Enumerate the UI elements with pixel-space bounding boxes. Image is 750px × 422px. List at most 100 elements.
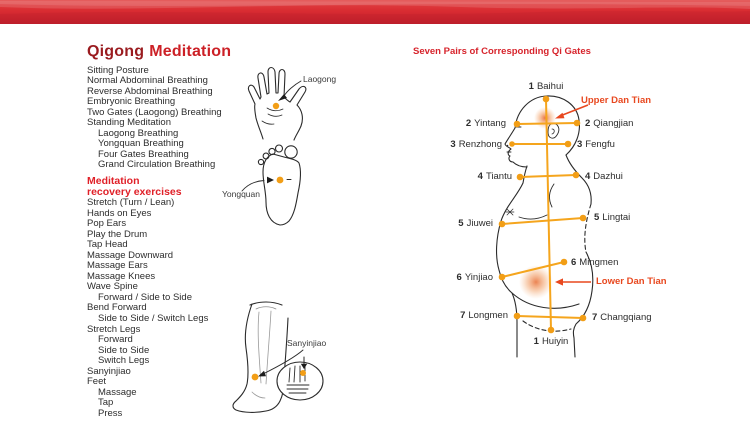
list-item: Switch Legs (98, 355, 150, 367)
list-item: Forward / Side to Side (98, 291, 192, 303)
list-item: Massage (98, 386, 137, 398)
list-item: Normal Abdominal Breathing (87, 75, 208, 87)
lower-dan-tian-arrow (555, 278, 591, 286)
point-name: Fengfu (585, 139, 615, 150)
recovery-heading-line2: recovery exercises (87, 185, 182, 198)
list-item: Stretch (Turn / Lean) (87, 197, 175, 208)
qi-gate-dots (498, 95, 587, 334)
point-number: 3 (450, 139, 456, 150)
point-number: 6 (456, 272, 462, 283)
list-item: Side to Side / Switch Legs (98, 313, 209, 325)
point-name: Changqiang (600, 312, 652, 323)
upper-dan-tian-glow (534, 107, 556, 129)
point-number: 6 (571, 257, 577, 268)
point-name: Yintang (474, 118, 506, 129)
recovery-list: Stretch (Turn / Lean) Hands on Eyes Pop … (87, 197, 209, 419)
upper-dan-tian-arrow (555, 104, 589, 119)
list-item: Press (98, 407, 123, 419)
upper-dan-tian-label: Upper Dan Tian (581, 95, 652, 106)
point-number: 4 (585, 171, 591, 182)
point-number: 1 (528, 81, 534, 92)
diagram-title: Seven Pairs of Corresponding Qi Gates (413, 46, 591, 57)
list-item: Four Gates Breathing (98, 148, 189, 160)
point-number: 3 (577, 139, 583, 150)
point-number: 5 (458, 218, 464, 229)
list-item: Laogong Breathing (98, 127, 179, 139)
point-number: 7 (460, 310, 466, 321)
point-name: Qiangjian (593, 118, 634, 129)
list-item: Bend Forward (87, 302, 147, 314)
foot-illustration (241, 144, 302, 226)
qi-gate-lines (501, 98, 584, 331)
list-item: Play the Drum (87, 228, 148, 240)
laogong-point-label: Laogong (303, 74, 337, 84)
list-item: Embryonic Breathing (87, 96, 176, 108)
list-item: Tap (98, 397, 114, 409)
list-item: Yongquan Breathing (98, 138, 184, 150)
list-item: Massage Downward (87, 249, 174, 261)
list-item: Feet (87, 376, 107, 388)
list-item: Sanyinjiao (87, 365, 131, 377)
sanyinjiao-point-label: Sanyinjiao (287, 338, 327, 348)
body-outline (496, 95, 594, 358)
list-item: Sitting Posture (87, 65, 149, 76)
recovery-heading: Meditation recovery exercises (87, 176, 182, 197)
list-item: Forward (98, 334, 133, 346)
list-item: Tap Head (87, 239, 128, 251)
point-number: 1 (533, 336, 539, 347)
meditation-list: Sitting Posture Normal Abdominal Breathi… (87, 65, 222, 171)
point-number: 4 (477, 171, 483, 182)
banner-wave-graphic (0, 0, 750, 24)
point-name: Tiantu (485, 171, 512, 182)
list-item: Stretch Legs (87, 323, 141, 335)
point-number: 7 (592, 312, 598, 323)
point-name: Dazhui (593, 171, 623, 182)
lower-dan-tian-label: Lower Dan Tian (596, 276, 667, 287)
lower-dan-tian-glow (519, 265, 553, 299)
list-item: Wave Spine (87, 281, 138, 293)
point-name: Jiuwei (466, 218, 493, 229)
list-item: Grand Circulation Breathing (98, 159, 216, 171)
point-number: 5 (594, 212, 600, 223)
list-item: Pop Ears (87, 218, 127, 230)
central-qi-line (545, 98, 552, 331)
point-name: Longmen (468, 310, 508, 321)
list-item: Side to Side (98, 344, 150, 356)
point-name: Baihui (536, 81, 564, 92)
list-item: Reverse Abdominal Breathing (87, 85, 213, 97)
point-name: Renzhong (458, 139, 502, 150)
point-number: 2 (465, 118, 472, 129)
point-name: Mingmen (579, 257, 619, 268)
list-item: Massage Ears (87, 260, 148, 272)
point-name: Yinjiao (464, 272, 493, 283)
list-item: Two Gates (Laogong) Breathing (87, 106, 222, 118)
hand-illustration (247, 66, 307, 141)
list-item: Massage Knees (87, 270, 156, 282)
page-title-word-2: Meditation (149, 43, 232, 60)
point-name: Huiyin (541, 336, 569, 347)
yongquan-point-label: Yongquan (222, 189, 260, 199)
point-name: Lingtai (602, 212, 631, 223)
list-item: Hands on Eyes (87, 207, 152, 219)
top-red-banner (0, 0, 750, 24)
page-title-word-1: Qigong (87, 43, 145, 60)
recovery-heading-line1: Meditation (87, 175, 140, 187)
leg-illustration (232, 301, 324, 413)
point-number: 2 (585, 118, 591, 129)
